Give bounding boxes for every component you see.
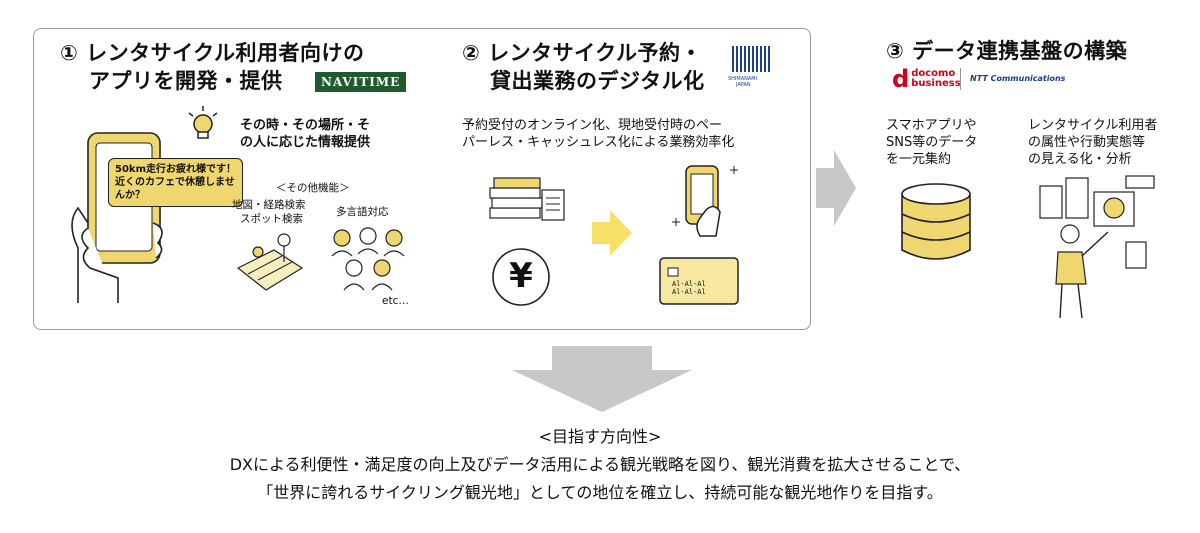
navitime-logo: NAVITIME — [315, 72, 407, 92]
section3-col2-line1: レンタサイクル利用者 — [1028, 118, 1158, 133]
section1-title: ① レンタサイクル利用者向けの — [60, 40, 365, 67]
card-number-line1: Al-Al-Al — [672, 280, 706, 288]
smartphone-hand-icon — [71, 132, 163, 303]
shimanami-logo-text: SHIMANAMI JAPAN — [728, 76, 757, 88]
database-icon — [901, 183, 971, 260]
goal-heading: <目指す方向性> — [538, 427, 662, 446]
section1-number: ① — [60, 41, 79, 65]
section3-col1-line2: SNS等のデータ — [886, 135, 978, 150]
section3-col2-line3: の見える化・分析 — [1028, 152, 1132, 167]
goal-line2: 「世界に誇れるサイクリング観光地」としての地位を確立し、持続可能な観光地作りを目… — [257, 483, 943, 502]
section2-title: ② レンタサイクル予約・ — [462, 40, 702, 67]
docomo-business-logo: d docomo business — [892, 65, 961, 93]
section2-desc-line2: パーレス・キャッシュレス化による業務効率化 — [462, 135, 735, 150]
shimanami-logo — [732, 46, 770, 72]
section3-title-text: データ連携基盤の構築 — [912, 39, 1128, 63]
bubble-line3: んか？ — [115, 190, 145, 201]
etc-label: etc… — [382, 295, 409, 307]
arrow-down-gray-icon — [512, 346, 692, 412]
goal-line1: DXによる利便性・満足度の向上及びデータ活用による観光戦略を図り、観光消費を拡大… — [229, 455, 971, 474]
feature-multilingual: 多言語対応 — [336, 206, 389, 218]
other-features-label: ＜その他機能＞ — [276, 182, 350, 194]
feature-map-line1: 地図・経路検索 — [232, 199, 306, 211]
map-icon — [236, 233, 304, 291]
logo-divider — [960, 68, 961, 90]
yen-coin-icon — [492, 248, 550, 306]
section2-title-line1: レンタサイクル予約・ — [488, 41, 703, 65]
people-icon — [331, 227, 405, 291]
section3-col2-line2: の属性や行動実態等 — [1028, 135, 1146, 150]
notification-bubble: 50km走行お疲れ様です！ 近くのカフェで休憩しませ んか？ — [108, 158, 243, 207]
arrow-right-yellow-icon — [592, 210, 632, 256]
info-line1: その時・その場所・そ — [240, 118, 371, 133]
credit-card-icon — [659, 257, 739, 305]
card-numbers: Al-Al-Al Al-Al-Al — [672, 280, 706, 296]
section3-col1-line3: を一元集約 — [886, 152, 952, 167]
business-text: business — [911, 78, 961, 89]
section3-number: ③ — [886, 39, 905, 63]
lightbulb-icon — [188, 106, 218, 139]
info-line2: の人に応じた情報提供 — [240, 135, 371, 150]
arrow-right-gray-icon — [816, 150, 856, 226]
ntt-communications-logo: NTT Communications — [970, 74, 1066, 83]
section3-col1-line1: スマホアプリや — [886, 118, 977, 133]
data-analysis-icon — [1039, 175, 1155, 319]
docomo-text: docomo — [911, 68, 956, 79]
shimanami-logo-line2: JAPAN — [736, 82, 751, 88]
section2-desc-line1: 予約受付のオンライン化、現地受付時のペー — [462, 118, 723, 133]
yen-symbol: ¥ — [509, 256, 533, 296]
shimanami-logo-line1: SHIMANAMI — [728, 76, 758, 82]
bubble-line2: 近くのカフェで休憩しませ — [115, 177, 235, 188]
paper-stack-icon — [489, 177, 565, 221]
mobile-payment-icon — [672, 165, 738, 237]
section1-title-line2: アプリを開発・提供 — [89, 69, 283, 93]
docomo-d-mark: d — [892, 65, 910, 93]
section3-title: ③ データ連携基盤の構築 — [886, 38, 1127, 65]
section2-title-line2: 貸出業務のデジタル化 — [490, 69, 705, 93]
feature-map-line2: スポット検索 — [240, 213, 303, 225]
section1-title-line1: レンタサイクル利用者向けの — [86, 41, 365, 65]
section2-number: ② — [462, 41, 481, 65]
bubble-line1: 50km走行お疲れ様です！ — [115, 164, 236, 175]
card-number-line2: Al-Al-Al — [672, 288, 706, 296]
